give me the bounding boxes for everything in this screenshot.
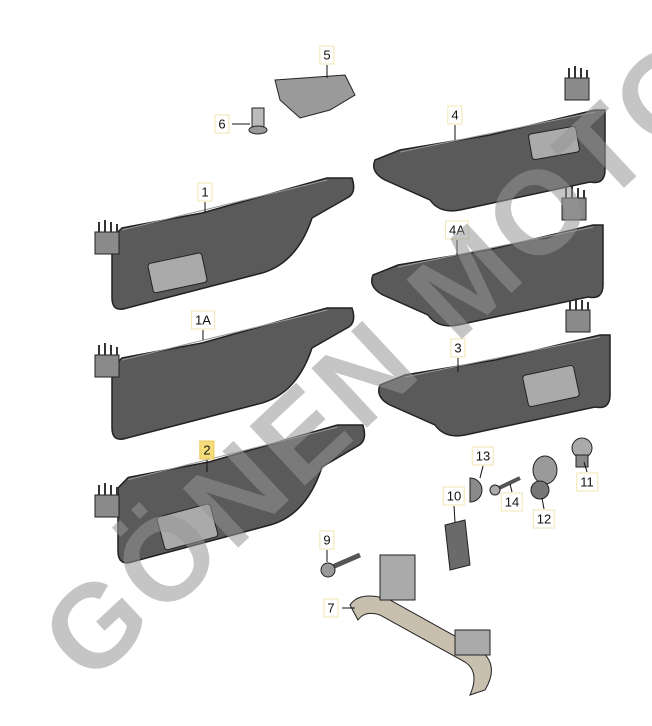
part-label-7: 7 (323, 598, 339, 618)
cap-13 (469, 477, 483, 503)
part-label-3: 3 (450, 338, 466, 358)
screw-14 (489, 476, 521, 496)
part-label-1: 1 (197, 182, 213, 202)
screw-6 (248, 107, 268, 135)
part-label-2: 2 (199, 440, 215, 460)
part-label-10: 10 (442, 486, 466, 506)
visor-1 (94, 177, 355, 310)
part-label-4: 4 (447, 105, 463, 125)
visor-1a (94, 307, 355, 440)
part-label-1a: 1A (191, 310, 215, 330)
bushing-11 (571, 437, 593, 468)
visor-4a (371, 185, 604, 327)
visor-4 (373, 65, 606, 212)
part-label-11: 11 (576, 472, 598, 492)
clip-12 (530, 455, 558, 500)
mount-bracket-5 (274, 74, 356, 119)
screw-9 (320, 552, 361, 578)
cover-10 (444, 519, 471, 571)
part-label-12: 12 (532, 509, 556, 529)
part-label-4a: 4A (445, 220, 469, 240)
part-label-13: 13 (471, 446, 495, 466)
grab-handle-7 (349, 554, 492, 696)
part-label-14: 14 (500, 492, 524, 512)
part-label-9: 9 (319, 530, 335, 550)
part-label-6: 6 (214, 114, 230, 134)
part-label-5: 5 (319, 45, 335, 65)
leader-lines (202, 65, 588, 609)
visor-3 (378, 297, 611, 437)
visor-2 (94, 424, 366, 564)
